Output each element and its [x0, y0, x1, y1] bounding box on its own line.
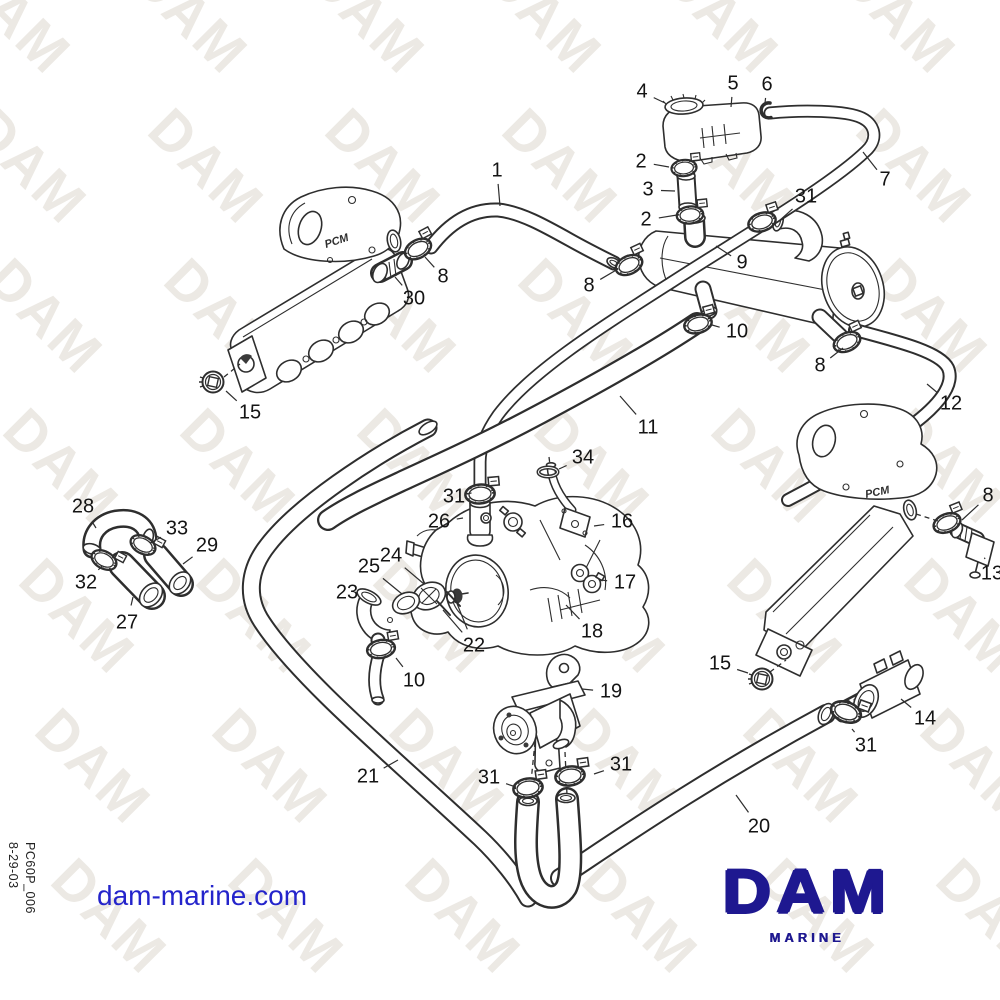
part-callout-22: 22 — [462, 634, 486, 657]
part-callout-29: 29 — [195, 534, 219, 557]
part-callout-17: 17 — [613, 571, 637, 594]
logo-subtitle: MARINE — [769, 930, 845, 945]
part-callout-12: 12 — [939, 392, 963, 415]
expansion-tank — [662, 93, 773, 211]
part-callout-24: 24 — [379, 544, 403, 567]
hose-clamp — [614, 242, 645, 277]
part-callout-14: 14 — [913, 707, 937, 730]
hose-clamp — [832, 319, 863, 354]
part-callout-15: 15 — [708, 652, 732, 675]
part-callout-30: 30 — [402, 287, 426, 310]
part-callout-23: 23 — [335, 581, 359, 604]
part-callout-33: 33 — [165, 517, 189, 540]
drawing-number: PC60P_006 — [22, 842, 37, 914]
seawater-pump — [492, 653, 586, 773]
part-callout-11: 11 — [637, 416, 659, 439]
hose-clamp — [683, 303, 716, 335]
drawing-date: 8-29-03 — [5, 842, 20, 889]
part-callout-21: 21 — [356, 765, 380, 788]
part-callout-15: 15 — [238, 401, 262, 424]
hose-clamp — [670, 152, 702, 178]
part-callout-27: 27 — [115, 611, 139, 634]
part-callout-26: 26 — [427, 510, 451, 533]
hose-clamp — [747, 200, 779, 233]
pipe-plug — [199, 370, 225, 394]
part-callout-2: 2 — [640, 208, 652, 231]
callout-leader-lines — [91, 96, 986, 813]
part-callout-32: 32 — [74, 571, 98, 594]
port-exhaust-manifold: PCM — [227, 186, 410, 394]
starboard-exhaust-manifold: PCM — [755, 403, 995, 677]
part-callout-31: 31 — [442, 485, 466, 508]
part-callout-2: 2 — [635, 150, 647, 173]
hose-clamp — [365, 630, 400, 660]
part-callout-6: 6 — [761, 73, 773, 96]
hose-clamp — [675, 198, 709, 225]
part-callout-31: 31 — [609, 753, 633, 776]
hose-clamp — [932, 500, 963, 535]
part-callout-13: 13 — [980, 562, 1000, 585]
hose-clamp — [403, 225, 433, 261]
part-callout-31: 31 — [477, 766, 501, 789]
part-callout-10: 10 — [725, 320, 749, 343]
part-callout-10: 10 — [402, 669, 426, 692]
heat-exchanger — [637, 210, 886, 336]
part-callout-1: 1 — [491, 159, 503, 182]
engine-brand-mark: PCM — [864, 484, 891, 501]
part-callout-20: 20 — [747, 815, 771, 838]
part-callout-25: 25 — [357, 555, 381, 578]
hose-clamp — [90, 549, 128, 571]
part-callout-8: 8 — [583, 274, 595, 297]
logo-wordmark: DAM — [722, 858, 892, 927]
website-link[interactable]: dam-marine.com — [97, 880, 308, 911]
part-callout-3: 3 — [642, 178, 654, 201]
dam-marine-logo: DAM MARINE — [712, 862, 902, 945]
part-callout-9: 9 — [736, 251, 748, 274]
part-callout-31: 31 — [794, 185, 818, 208]
part-callout-4: 4 — [636, 80, 648, 103]
part-callout-28: 28 — [71, 495, 95, 518]
part-callout-5: 5 — [727, 72, 739, 95]
retainer-clip — [759, 101, 773, 120]
part-callout-18: 18 — [580, 620, 604, 643]
part-callout-16: 16 — [610, 510, 634, 533]
pipe-plug — [748, 667, 774, 691]
hose-clamp — [512, 768, 548, 799]
part-callout-34: 34 — [571, 446, 595, 469]
hose-clamp — [829, 698, 873, 725]
drawing-number-block: PC60P_006 8-29-03 — [4, 842, 38, 914]
part-callout-7: 7 — [879, 168, 891, 191]
part-callout-8: 8 — [814, 354, 826, 377]
part-callout-8: 8 — [437, 265, 449, 288]
water-pump-assembly — [356, 461, 650, 703]
part-callout-31: 31 — [854, 734, 878, 757]
hose-clamp — [554, 756, 590, 787]
part-callout-8: 8 — [982, 484, 994, 507]
clamps-and-plugs — [90, 152, 963, 799]
part-callout-19: 19 — [599, 680, 623, 703]
hose-clamp — [464, 475, 501, 505]
